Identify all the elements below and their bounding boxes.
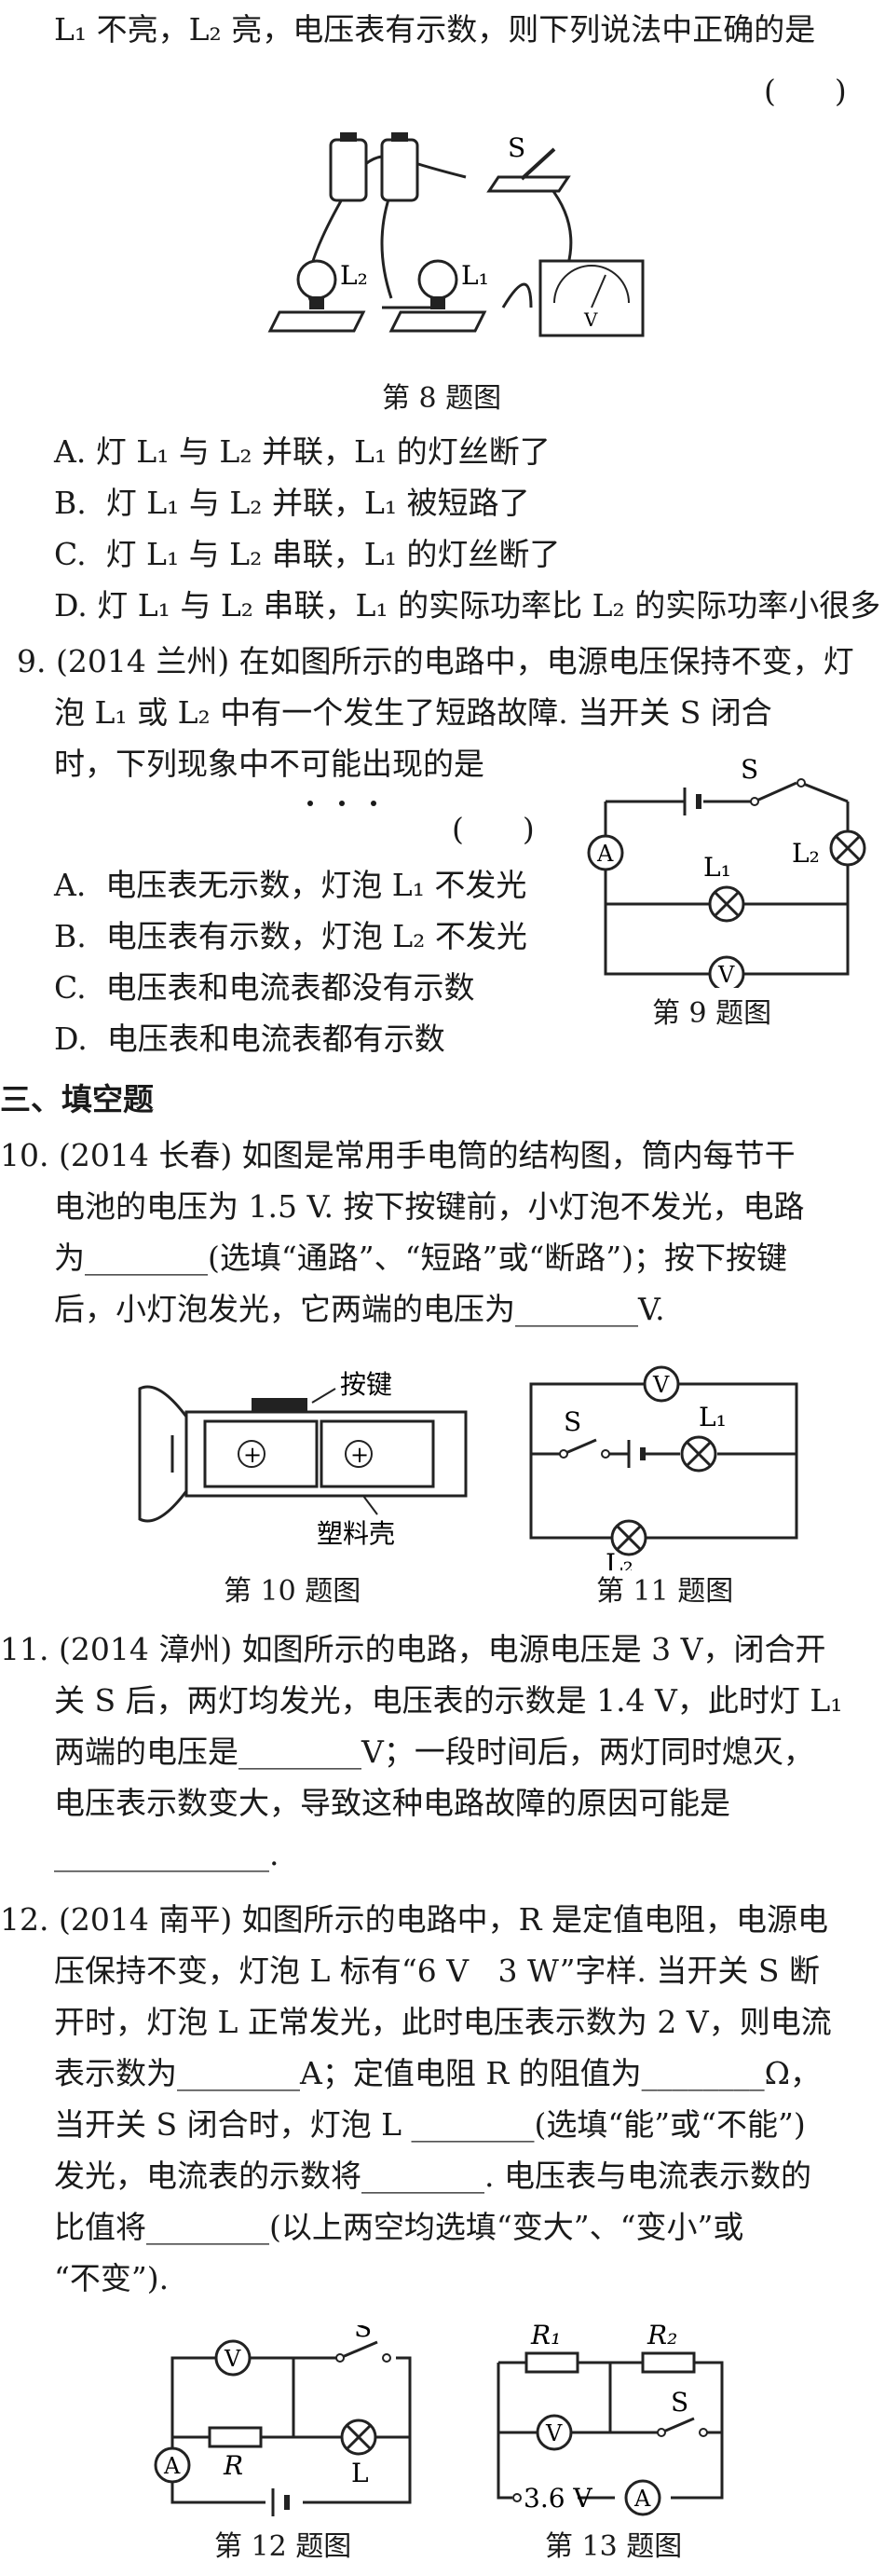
- q9-option-a: A. 电压表无示数，灯泡 L₁ 不发光: [54, 867, 527, 903]
- q10-label-shell: 塑料壳: [317, 1518, 395, 1547]
- q9-label-l1: L₁: [703, 852, 731, 883]
- q10-plus-2: +: [350, 1442, 369, 1468]
- q9-label-s: S: [741, 754, 758, 785]
- q9-label-v: V: [717, 962, 735, 988]
- q10-line-3: 为________(选填“通路”、“短路”或“断路”)；按下按键: [54, 1240, 787, 1276]
- q12-line-7: 比值将________(以上两空均选填“变大”、“变小”或: [54, 2209, 744, 2245]
- q13-circuit-figure: R₁ R₂ S V 3.6 V A: [497, 2321, 724, 2516]
- q9-line-2: 泡 L₁ 或 L₂ 中有一个发生了短路故障. 当开关 S 闭合: [54, 694, 772, 731]
- q12-line-3: 开时，灯泡 L 正常发光，此时电压表示数为 2 V，则电流: [54, 2004, 832, 2040]
- q11-line-3: 两端的电压是________V；一段时间后，两灯同时熄灭，: [54, 1733, 814, 1770]
- q8-label-l2: L₂: [340, 260, 368, 291]
- q10-line-1: 10. (2014 长春) 如图是常用手电筒的结构图，筒内每节干: [0, 1137, 796, 1173]
- q13-label-r1: R₁: [530, 2321, 561, 2350]
- q12-line-8: “不变”).: [54, 2260, 170, 2296]
- q13-label-a: A: [633, 2486, 651, 2512]
- q11-line-2: 关 S 后，两灯均发光，电压表的示数是 1.4 V，此时灯 L₁: [54, 1682, 843, 1719]
- q9-line-1: 9. (2014 兰州) 在如图所示的电路中，电源电压保持不变，灯: [17, 643, 854, 679]
- q11-label-l2: L₂: [606, 1548, 633, 1570]
- q8-option-d: D. 灯 L₁ 与 L₂ 串联，L₁ 的实际功率比 L₂ 的实际功率小很多: [54, 587, 881, 623]
- q10-line-4: 后，小灯泡发光，它两端的电压为________V.: [54, 1291, 665, 1327]
- q9-label-l2: L₂: [792, 838, 820, 869]
- q12-line-5: 当开关 S 闭合时，灯泡 L ________(选填“能”或“不能”): [54, 2106, 806, 2143]
- q13-label-r2: R₂: [647, 2321, 677, 2350]
- q12-line-4: 表示数为________A；定值电阻 R 的阻值为________Ω，: [54, 2055, 822, 2091]
- q9-answer-paren: ( ): [452, 811, 535, 847]
- q11-fig-caption: 第 11 题图: [596, 1575, 734, 1608]
- q13-fig-caption: 第 13 题图: [545, 2530, 683, 2563]
- section-heading: 三、填空题: [0, 1081, 154, 1117]
- q12-line-1: 12. (2014 南平) 如图所示的电路中，R 是定值电阻，电源电: [0, 1901, 829, 1938]
- q8-option-c: C. 灯 L₁ 与 L₂ 串联，L₁ 的灯丝断了: [54, 536, 561, 572]
- q11-label-v: V: [652, 1372, 670, 1398]
- q12-line-2: 压保持不变，灯泡 L 标有“6 V 3 W”字样. 当开关 S 断: [54, 1953, 821, 1989]
- q8-option-a: A. 灯 L₁ 与 L₂ 并联，L₁ 的灯丝断了: [54, 433, 551, 470]
- q11-circuit-figure: S L₁ V L₂: [529, 1365, 798, 1570]
- q13-label-voltage: 3.6 V: [524, 2483, 592, 2514]
- q9-circuit-figure: S A L₁ L₂ V: [587, 754, 866, 988]
- q8-label-v: V: [583, 308, 598, 331]
- q8-label-l1: L₁: [461, 260, 489, 291]
- q11-line-4: 电压表示数变大，导致这种电路故障的原因可能是: [54, 1785, 730, 1821]
- q13-label-s: S: [671, 2387, 688, 2418]
- q12-fig-caption: 第 12 题图: [214, 2530, 352, 2563]
- q10-plus-1: +: [243, 1442, 262, 1468]
- q8-circuit-figure: S L₂ L₁ V: [267, 132, 645, 337]
- q11-line-1: 11. (2014 漳州) 如图所示的电路，电源电压是 3 V，闭合开: [0, 1631, 826, 1667]
- q10-flashlight-figure: + + 按键 塑料壳: [138, 1369, 468, 1547]
- emphasis-dots: [307, 792, 376, 810]
- q12-label-a: A: [163, 2453, 181, 2479]
- q12-label-v: V: [224, 2346, 241, 2372]
- q9-option-b: B. 电压表有示数，灯泡 L₂ 不发光: [54, 918, 527, 954]
- q8-label-s: S: [508, 132, 525, 163]
- q11-label-l1: L₁: [699, 1402, 727, 1432]
- q9-line-3: 时，下列现象中不可能出现的是: [54, 746, 484, 782]
- q12-label-r: R: [223, 2450, 243, 2481]
- q10-line-2: 电池的电压为 1.5 V. 按下按键前，小灯泡不发光，电路: [54, 1188, 805, 1225]
- q9-option-c: C. 电压表和电流表都没有示数: [54, 969, 475, 1006]
- q11-label-s: S: [564, 1406, 581, 1437]
- q12-circuit-figure: S V A R L: [154, 2325, 412, 2516]
- q13-label-v: V: [545, 2420, 563, 2446]
- q9-option-d: D. 电压表和电流表都有示数: [54, 1021, 445, 1057]
- q11-line-5: ______________.: [54, 1836, 279, 1872]
- q10-fig-caption: 第 10 题图: [224, 1575, 361, 1608]
- q9-fig-caption: 第 9 题图: [652, 997, 772, 1030]
- q8-option-b: B. 灯 L₁ 与 L₂ 并联，L₁ 被短路了: [54, 485, 530, 521]
- q12-line-6: 发光，电流表的示数将________. 电压表与电流表示数的: [54, 2158, 811, 2194]
- q10-label-key: 按键: [340, 1369, 392, 1400]
- q12-label-l: L: [351, 2458, 369, 2488]
- q8-fig-caption: 第 8 题图: [382, 382, 502, 415]
- q8-answer-paren: ( ): [764, 73, 847, 109]
- q8-stem: L₁ 不亮，L₂ 亮，电压表有示数，则下列说法中正确的是: [54, 11, 816, 48]
- q9-label-a: A: [596, 841, 614, 867]
- q12-label-s: S: [354, 2325, 372, 2343]
